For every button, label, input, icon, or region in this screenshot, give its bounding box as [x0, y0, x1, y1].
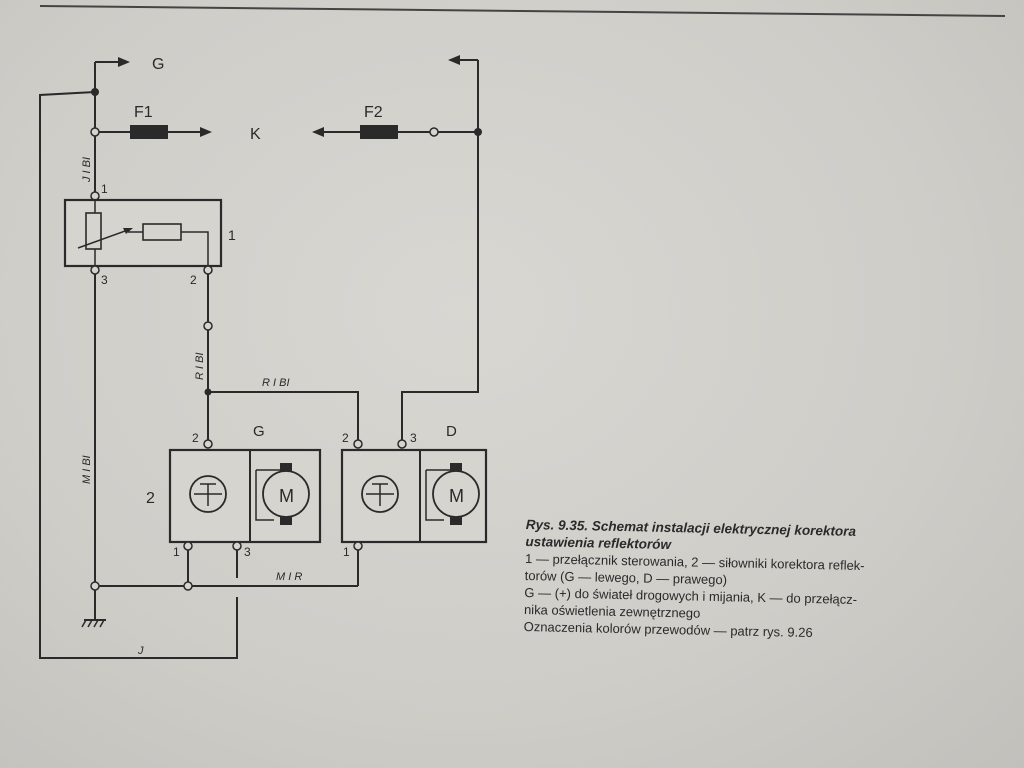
fuse-f2: [360, 125, 398, 139]
label-motor-g: M: [279, 486, 294, 506]
label-actuator-g: G: [253, 423, 265, 440]
connector-terminal: [203, 321, 213, 331]
label-k: K: [250, 126, 261, 143]
label-actuator-d: D: [446, 423, 457, 440]
wire-right-vertical: [401, 60, 479, 440]
ground-hatch-2: [87, 619, 93, 628]
label-wire-jibi: J I BI: [81, 157, 93, 183]
motor-g-brush-bottom: [280, 517, 292, 525]
label-g-pin-2: 2: [192, 431, 199, 445]
pot-wiper: [77, 229, 129, 249]
label-g-top: G: [152, 56, 164, 73]
bus-junction-g: [183, 581, 193, 591]
ground-hatch-3: [93, 619, 99, 628]
label-wire-j: J: [137, 645, 144, 657]
label-g-pin-1: 1: [173, 545, 180, 559]
label-g-pin-3: 3: [244, 545, 251, 559]
actuator-g-terminal-3: [232, 541, 242, 551]
potentiometer-icon: [85, 212, 102, 250]
label-actuator-number: 2: [146, 490, 155, 507]
label-wire-mir: M I R: [276, 571, 302, 583]
motor-d-brush-bottom: [450, 517, 462, 525]
label-wire-mibi: M I BI: [81, 455, 93, 484]
transistor-g-icon: [189, 475, 227, 513]
resistor-lead-right: [181, 231, 209, 266]
label-d-pin-2: 2: [342, 431, 349, 445]
actuator-d-terminal-2: [353, 439, 363, 449]
motor-d-lead-left: [425, 470, 444, 521]
label-switch-pin-2: 2: [190, 273, 197, 287]
actuator-g-terminal-1: [183, 541, 193, 551]
switch-terminal-1: [90, 191, 100, 201]
label-motor-d: M: [449, 486, 464, 506]
arrow-k-left-icon: [312, 127, 324, 137]
transistor-d-icon: [361, 475, 399, 513]
wire-j-loop: [39, 91, 238, 659]
label-d-pin-1: 1: [343, 545, 350, 559]
wiper-arrow-icon: [123, 228, 133, 234]
page-edge-line: [39, 5, 1006, 17]
ground-hatch-4: [99, 619, 105, 628]
motor-d-icon: [432, 470, 480, 518]
switch-terminal-2: [203, 265, 213, 275]
motor-g-brush-top: [280, 463, 292, 471]
label-d-pin-3: 3: [410, 431, 417, 445]
actuator-d-terminal-3: [397, 439, 407, 449]
label-f2: F2: [364, 104, 383, 121]
actuator-d-terminal-1: [353, 541, 363, 551]
arrow-g-icon: [118, 57, 130, 67]
arrow-k-right-icon: [200, 127, 212, 137]
actuator-g-terminal-2: [203, 439, 213, 449]
wire-ribi-horizontal: [208, 391, 359, 440]
motor-g-lead-left: [255, 470, 274, 521]
label-wire-ribi-vertical: R I BI: [194, 352, 206, 380]
ground-hatch-1: [81, 619, 87, 628]
junction-ribi-node: [204, 388, 212, 396]
label-wire-ribi-horizontal: R I BI: [262, 377, 290, 389]
junction-node: [91, 88, 99, 96]
motor-d-brush-top: [450, 463, 462, 471]
figure-caption: Rys. 9.35. Schemat instalacji elektryczn…: [524, 516, 996, 645]
label-switch-pin-1: 1: [101, 182, 108, 196]
arrow-top-right-icon: [448, 55, 460, 65]
ground-junction: [90, 581, 100, 591]
terminal-f1-in: [90, 127, 100, 137]
label-switch-number: 1: [228, 227, 236, 243]
label-switch-pin-3: 3: [101, 273, 108, 287]
switch-terminal-3: [90, 265, 100, 275]
motor-g-icon: [262, 470, 310, 518]
terminal-f2: [429, 127, 439, 137]
fuse-f1: [130, 125, 168, 139]
label-f1: F1: [134, 104, 153, 121]
